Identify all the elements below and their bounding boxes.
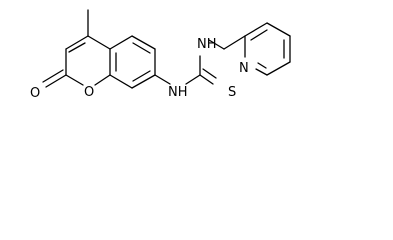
pyranone-ring xyxy=(42,9,111,88)
py-c2-c3-double-bond xyxy=(250,29,268,41)
c7-c8-double-bond xyxy=(132,70,151,82)
c4-c3-double-bond xyxy=(68,42,86,53)
py-c5-c6-bond xyxy=(266,61,291,76)
thione-double-bond xyxy=(202,68,217,79)
skeletal-formula: O O NH S NH N xyxy=(30,9,291,101)
c5-c6-bond xyxy=(131,35,156,50)
carbonyl-double-bond xyxy=(42,69,64,83)
atom-labels: O O NH S NH N xyxy=(30,37,249,101)
py-c2-c3-bond xyxy=(244,22,268,37)
molecule-diagram: O O NH S NH N xyxy=(30,9,291,101)
c7-c8-bond xyxy=(131,74,156,89)
py-c6-n1-double-bond xyxy=(257,62,267,69)
benzo-ring xyxy=(109,35,156,89)
c5-c6-double-bond xyxy=(132,42,151,54)
pyridine-ring xyxy=(244,22,291,76)
py-c6-n1-bond xyxy=(255,68,268,76)
c4-c3-bond xyxy=(65,35,89,50)
amine-nh-right-label: NH xyxy=(197,37,217,52)
ring-oxygen-label: O xyxy=(84,85,94,100)
carbonyl-bond xyxy=(45,74,67,88)
carbonyl-oxygen-label: O xyxy=(30,86,40,101)
nh-thiocarbonyl-bond xyxy=(185,74,201,85)
amine-nh-left-label: NH xyxy=(168,85,188,100)
thione-bond xyxy=(199,74,214,85)
thiourea-linker xyxy=(154,35,246,85)
c4a-c5-bond xyxy=(109,35,133,50)
pyridine-nitrogen-label: N xyxy=(239,61,249,76)
nh-methylene-bond xyxy=(208,39,225,50)
aryl-nh-bond xyxy=(154,74,171,85)
thione-sulfur-label: S xyxy=(228,85,236,100)
o1-c8a-bond xyxy=(94,74,111,86)
c8-c8a-bond xyxy=(109,74,133,89)
methylene-pyridine-bond xyxy=(223,35,246,50)
c4-c4a-bond xyxy=(87,35,111,50)
c2-o1-bond xyxy=(65,74,84,86)
py-c3-c4-bond xyxy=(266,22,291,37)
